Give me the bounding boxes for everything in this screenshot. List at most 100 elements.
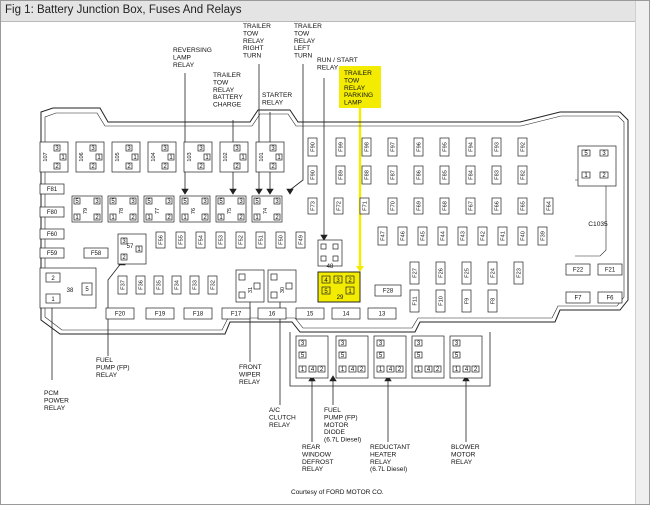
fuse-label: F81 — [47, 187, 58, 193]
fuse-label: F20 — [115, 312, 126, 318]
fuse-F55 — [175, 231, 186, 249]
fuse-F37 — [117, 275, 128, 295]
relay-pin-label: 1 — [147, 215, 151, 221]
fuse-label: F64 — [547, 201, 553, 211]
fuse-F52 — [235, 231, 246, 249]
relay-pin — [238, 273, 246, 281]
fuse-label: F19 — [155, 312, 166, 318]
fuse-label: F87 — [391, 170, 397, 180]
fuse-F65 — [517, 197, 528, 215]
relay-pin-label: 1 — [183, 215, 187, 221]
relay-pin — [129, 213, 137, 221]
relay-pin-label: 1 — [205, 155, 209, 161]
relay-pin — [203, 153, 211, 161]
fuse-F99 — [335, 137, 346, 157]
relay-pin-label: 3 — [199, 146, 203, 152]
relay-pin — [161, 162, 169, 170]
fuse-label: F93 — [495, 142, 501, 152]
relay-pin-label: 2 — [127, 164, 131, 170]
relay-pin — [424, 365, 433, 373]
fuse-F50 — [275, 231, 286, 249]
fuse-label: F67 — [469, 201, 475, 211]
relay-pin — [321, 275, 331, 284]
fuse-F83 — [491, 165, 502, 185]
relay-pin — [348, 365, 357, 373]
relay-pin-label: 1 — [417, 367, 421, 373]
relay-pin — [414, 365, 423, 373]
fuse-label: F47 — [381, 231, 387, 241]
fuse-label: F45 — [421, 231, 427, 241]
fuse-F10 — [435, 289, 446, 313]
fuse-label: F27 — [413, 268, 419, 278]
fuse-label: F59 — [47, 251, 58, 257]
relay-pin — [120, 237, 128, 245]
fuse-label: F34 — [175, 280, 181, 290]
relay-pin-label: 5 — [183, 199, 187, 205]
fuse-F53 — [215, 231, 226, 249]
relay-pin — [125, 162, 133, 170]
fuse-label: F82 — [521, 170, 527, 180]
fuse-F84 — [465, 165, 476, 185]
relay-pin — [452, 365, 461, 373]
fuse-label: F22 — [573, 268, 584, 274]
relay-pin-label: 5 — [324, 289, 328, 295]
fuse-F72 — [333, 197, 344, 215]
relay-pin-label: 4 — [427, 367, 431, 373]
relay-pin-label: 1 — [51, 297, 55, 303]
fuse-F18 — [183, 307, 213, 320]
fuse-label: F94 — [469, 142, 475, 152]
relay-pin-label: 5 — [584, 151, 588, 157]
relay-pin — [320, 255, 327, 262]
relay-pin — [338, 339, 347, 347]
relay-pin — [273, 213, 281, 221]
relay-pin-label: 2 — [122, 255, 126, 261]
fuse-label: F56 — [159, 235, 165, 245]
fuse-F68 — [439, 197, 450, 215]
relay-pin — [89, 144, 97, 152]
fuse-label: F73 — [311, 201, 317, 211]
fuse-label: F68 — [443, 201, 449, 211]
relay-pin — [452, 351, 461, 359]
relay-pin — [273, 197, 281, 205]
relay-pin — [145, 213, 153, 221]
relay-pin — [338, 365, 347, 373]
relay-pin-label: 2 — [55, 164, 59, 170]
relay-pin — [376, 365, 385, 373]
figure-title: Fig 1: Battery Junction Box, Fuses And R… — [5, 4, 242, 16]
fuse-F6 — [597, 291, 623, 304]
relay-pin — [285, 282, 293, 290]
relay-pin — [298, 339, 307, 347]
connector-label: C1035 — [588, 221, 608, 228]
arrowhead — [308, 375, 316, 382]
relay-pin — [201, 197, 209, 205]
relay-pin-label: 3 — [602, 151, 606, 157]
relay-pin-label: 2 — [235, 164, 239, 170]
relay-pin — [233, 144, 241, 152]
arrowhead — [181, 188, 189, 195]
relay-pin-label: 2 — [360, 367, 364, 373]
fuse-F17 — [221, 307, 251, 320]
relay-pin-label: 5 — [111, 199, 115, 205]
relay-pin-label: 3 — [417, 341, 421, 347]
relay-pin-label: 1 — [341, 367, 345, 373]
relay-pin-label: 2 — [131, 215, 135, 221]
fuse-F44 — [437, 226, 448, 246]
relay-number: 77 — [155, 208, 161, 214]
relay-pin-label: 2 — [398, 367, 402, 373]
relay-pin — [298, 365, 307, 373]
relay-pin-label: 5 — [147, 199, 151, 205]
fuse-label: F44 — [441, 231, 447, 241]
fuse-label: F41 — [501, 231, 507, 241]
scrollbar[interactable] — [635, 1, 649, 504]
fuse-label: F49 — [299, 235, 305, 245]
relay-pin-label: 4 — [311, 367, 315, 373]
relay-pin — [599, 171, 609, 179]
relay-pin — [73, 197, 81, 205]
fuse-F95 — [439, 137, 450, 157]
relay-pin — [581, 171, 591, 179]
